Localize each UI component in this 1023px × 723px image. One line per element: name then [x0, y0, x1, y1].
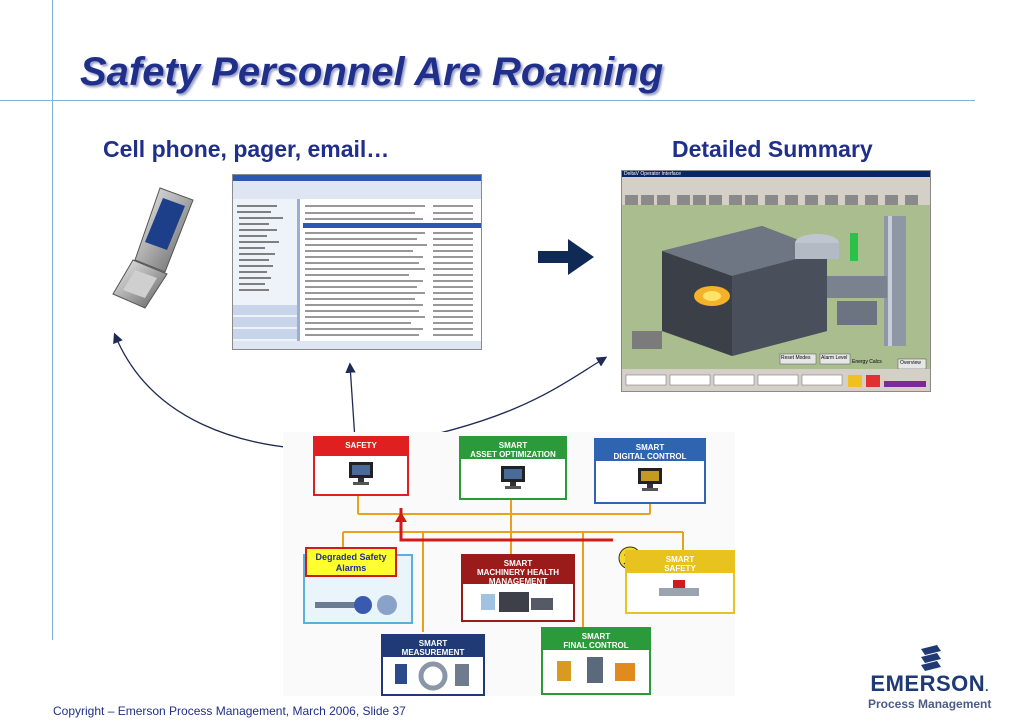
smart-final-control-header: SMART FINAL CONTROL	[543, 629, 649, 650]
overview-button: Overview	[900, 360, 921, 366]
asset-line-1: SMART	[498, 441, 528, 450]
degraded-safety-alarms-label: Degraded Safety Alarms	[305, 547, 397, 577]
right-caption: Detailed Summary	[672, 136, 873, 162]
safety-header: SAFETY	[315, 438, 407, 456]
asset-optimization-header: SMART ASSET OPTIMIZATION	[461, 438, 565, 459]
operator-window-title: DeltaV Operator Interface	[624, 171, 681, 177]
reset-modes-button: Reset Modes	[781, 355, 811, 361]
transmitter-icon	[395, 661, 469, 691]
machinery-line-3: MANAGEMENT	[488, 577, 548, 586]
smart-safety-line-2: SAFETY	[664, 564, 696, 573]
smart-measurement-panel: SMART MEASUREMENT	[381, 634, 485, 696]
email-client-screenshot	[232, 174, 482, 350]
digital-control-panel: SMART DIGITAL CONTROL	[594, 438, 706, 504]
machinery-health-panel: SMART MACHINERY HEALTH MANAGEMENT	[461, 554, 575, 622]
degraded-line-1: Degraded Safety	[315, 552, 387, 562]
machinery-line-2: MACHINERY HEALTH	[476, 568, 560, 577]
emerson-word: EMERSON	[870, 671, 986, 696]
operator-interface-screenshot: DeltaV Operator Interface Reset Modes Al…	[621, 170, 931, 392]
digital-line-1: SMART	[635, 443, 665, 452]
asset-line-2: ASSET OPTIMIZATION	[470, 450, 556, 459]
emerson-wordmark: EMERSON.	[868, 671, 991, 697]
monitor-icon	[501, 466, 525, 489]
emerson-trademark: .	[985, 680, 989, 694]
right-arrow-icon	[538, 239, 594, 275]
machinery-health-header: SMART MACHINERY HEALTH MANAGEMENT	[463, 556, 573, 586]
asset-optimization-panel: SMART ASSET OPTIMIZATION	[459, 436, 567, 500]
smart-final-control-panel: SMART FINAL CONTROL	[541, 627, 651, 695]
degraded-line-2: Alarms	[335, 563, 367, 573]
slide-vertical-rule	[52, 0, 53, 640]
emerson-logo: EMERSON. Process Management	[868, 645, 991, 711]
monitor-icon	[349, 462, 373, 485]
copyright-footer: Copyright – Emerson Process Management, …	[53, 704, 406, 718]
emerson-subtitle: Process Management	[868, 697, 992, 711]
energy-calcs-label: Energy Calcs	[852, 359, 882, 365]
safety-panel: SAFETY	[313, 436, 409, 496]
digital-line-2: DIGITAL CONTROL	[613, 452, 687, 461]
slide-horizontal-rule	[0, 100, 975, 101]
final-control-line-1: SMART	[581, 632, 611, 641]
smart-safety-panel: SMART SAFETY	[625, 550, 735, 614]
control-valve-icon	[557, 657, 635, 683]
final-control-line-2: FINAL CONTROL	[563, 641, 629, 650]
smart-safety-header: SMART SAFETY	[627, 552, 733, 573]
digital-control-header: SMART DIGITAL CONTROL	[596, 440, 704, 461]
safety-valve-icon	[659, 580, 699, 596]
measurement-line-1: SMART	[418, 639, 448, 648]
motor-pump-icon	[481, 592, 553, 612]
machinery-line-1: SMART	[503, 559, 533, 568]
alarm-level-button: Alarm Level	[821, 355, 848, 361]
cell-phone-image	[112, 187, 194, 309]
monitor-icon	[638, 468, 662, 491]
slide-title: Safety Personnel Are Roaming	[80, 50, 664, 94]
smart-safety-line-1: SMART	[665, 555, 695, 564]
measurement-line-2: MEASUREMENT	[401, 648, 465, 657]
field-device-icon	[315, 595, 397, 615]
smart-measurement-header: SMART MEASUREMENT	[383, 636, 483, 657]
left-caption: Cell phone, pager, email…	[103, 136, 390, 162]
emerson-logo-mark-icon	[920, 645, 941, 671]
plantweb-diagram: SAFETY SMART ASSET OPTIMIZATION SMART DI…	[283, 432, 735, 696]
